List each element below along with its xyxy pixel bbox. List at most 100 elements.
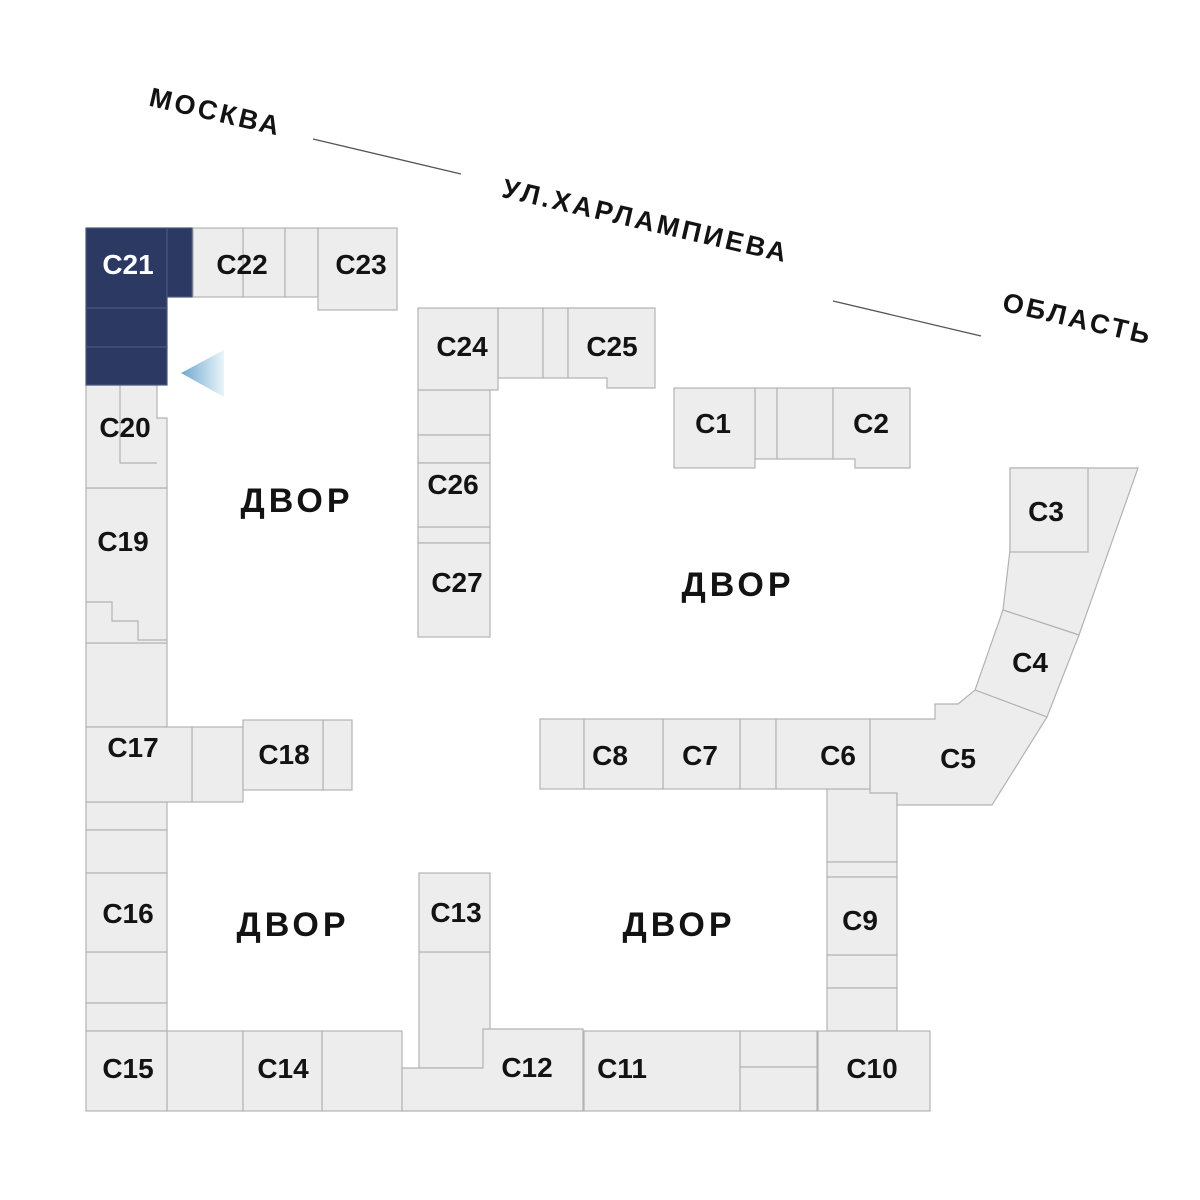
block-c23[interactable]: С23 <box>317 227 398 311</box>
block-shape[interactable] <box>85 487 168 644</box>
block-label-c19: С19 <box>97 526 148 557</box>
block-c14[interactable]: С14 <box>242 1030 323 1112</box>
block-shape[interactable] <box>317 227 398 311</box>
block-shape[interactable] <box>401 1028 584 1112</box>
building-section <box>826 788 898 863</box>
street-guide-line-right <box>832 300 982 337</box>
block-shape[interactable] <box>775 718 871 790</box>
building-section <box>776 387 834 460</box>
block-c21-selected[interactable]: С21 <box>85 227 193 386</box>
block-shape[interactable] <box>583 1030 741 1112</box>
block-shape[interactable] <box>817 1030 931 1112</box>
block-c3[interactable]: С3 <box>1009 467 1089 553</box>
block-c9[interactable]: С9 <box>826 876 898 956</box>
block-shape[interactable] <box>567 307 656 389</box>
block-shape[interactable] <box>85 872 168 953</box>
block-label-c4: С4 <box>1012 647 1048 678</box>
block-shape[interactable] <box>85 726 193 803</box>
building-section <box>321 1030 403 1112</box>
block-c11[interactable]: С11 <box>583 1030 741 1112</box>
stair-detail <box>86 601 167 641</box>
block-c6[interactable]: С6 <box>775 718 871 790</box>
building-section <box>85 951 168 1004</box>
block-shape[interactable] <box>826 876 898 956</box>
block-c16[interactable]: С16 <box>85 872 168 953</box>
block-c2[interactable]: С2 <box>832 387 911 469</box>
block-shape[interactable] <box>662 718 741 790</box>
block-c7[interactable]: С7 <box>662 718 741 790</box>
block-label-c7: С7 <box>682 740 718 771</box>
courtyard-label-bottom-left: ДВОР <box>236 906 349 944</box>
block-label-c22: С22 <box>216 249 267 280</box>
block-c19[interactable]: С19 <box>85 487 168 644</box>
inner-detail <box>119 385 157 464</box>
block-c26[interactable]: С26 <box>417 462 491 528</box>
block-c5[interactable]: С5 <box>869 689 1048 806</box>
block-shape[interactable] <box>242 719 324 791</box>
block-label-c3: С3 <box>1028 496 1064 527</box>
block-c27[interactable]: С27 <box>417 542 491 638</box>
block-c22[interactable]: С22 <box>192 227 268 298</box>
block-label-c27: С27 <box>431 567 482 598</box>
building-section <box>497 307 544 379</box>
block-c8[interactable]: С8 <box>583 718 664 790</box>
block-c1[interactable]: С1 <box>673 387 756 469</box>
block-label-c2: С2 <box>853 408 889 439</box>
block-shape[interactable] <box>417 462 491 528</box>
block-label-c1: С1 <box>695 408 731 439</box>
block-c12[interactable]: С12 <box>401 1028 584 1112</box>
block-label-c16: С16 <box>102 898 153 929</box>
building-section <box>85 801 168 831</box>
block-c13[interactable]: С13 <box>418 872 491 953</box>
block-shape[interactable] <box>417 542 491 638</box>
building-section <box>826 987 898 1032</box>
building-section <box>542 307 569 379</box>
block-label-c23: С23 <box>335 249 386 280</box>
block-c24[interactable]: С24 <box>417 307 499 391</box>
block-shape[interactable] <box>869 689 1048 806</box>
block-label-c17: С17 <box>107 732 158 763</box>
block-c18[interactable]: С18 <box>242 719 324 791</box>
building-section <box>739 1066 818 1112</box>
block-c15[interactable]: С15 <box>85 1030 168 1112</box>
block-shape[interactable] <box>417 307 499 391</box>
block-label-c14: С14 <box>257 1053 309 1084</box>
block-c17[interactable]: С17 <box>85 726 193 803</box>
block-c25[interactable]: С25 <box>567 307 656 389</box>
street-label-kharlampieva: УЛ.ХАРЛАМПИЕВА <box>499 173 792 268</box>
block-shape[interactable] <box>832 387 911 469</box>
block-shape[interactable] <box>418 872 491 953</box>
block-label-c12: С12 <box>501 1052 552 1083</box>
building-section <box>539 718 585 790</box>
block-label-c20: С20 <box>99 412 150 443</box>
building-section <box>754 387 778 460</box>
block-shape[interactable] <box>85 307 168 348</box>
building-section <box>417 389 491 436</box>
block-shape[interactable] <box>673 387 756 469</box>
block-label-c21: С21 <box>102 249 153 280</box>
block-c4[interactable]: С4 <box>974 609 1080 718</box>
block-shape[interactable] <box>242 1030 323 1112</box>
block-label-c5: С5 <box>940 743 976 774</box>
block-c20[interactable]: С20 <box>85 384 168 489</box>
block-label-c6: С6 <box>820 740 856 771</box>
building-section <box>826 861 898 878</box>
block-label-c10: С10 <box>846 1053 897 1084</box>
block-shape[interactable] <box>166 227 193 298</box>
block-label-c24: С24 <box>436 331 488 362</box>
building-section <box>284 227 319 298</box>
block-shape[interactable] <box>85 1030 168 1112</box>
building-section <box>242 227 286 298</box>
street-label-moskva: МОСКВА <box>147 82 285 142</box>
building-section <box>739 1030 818 1068</box>
block-label-c18: С18 <box>258 739 309 770</box>
block-shape[interactable] <box>583 718 664 790</box>
block-label-c15: С15 <box>102 1053 153 1084</box>
building-section <box>417 526 491 544</box>
block-shape[interactable] <box>85 346 168 386</box>
block-shape[interactable] <box>192 227 244 298</box>
block-c10[interactable]: С10 <box>817 1030 931 1112</box>
block-shape[interactable] <box>85 227 168 309</box>
block-shape[interactable] <box>1009 467 1089 553</box>
